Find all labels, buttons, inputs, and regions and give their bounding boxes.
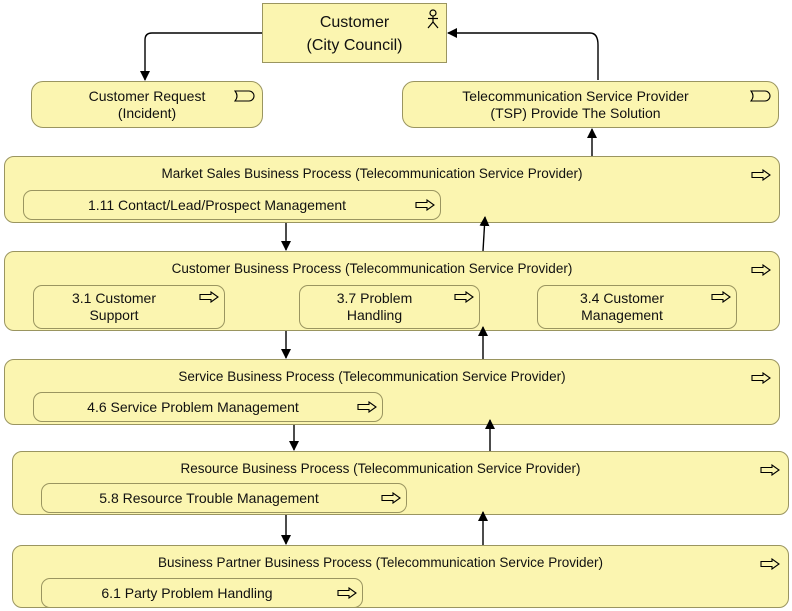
customer-business-title: Customer Business Process (Telecommunica…	[171, 261, 573, 276]
sub-process-label-line2: Management	[581, 307, 663, 323]
sub-process-3-7[interactable]: 3.7 Problem Handling	[299, 285, 480, 329]
sub-process-label-line1: 3.4 Customer	[579, 290, 665, 306]
sub-process-label-line2: Support	[89, 307, 139, 323]
customer-request-line1: Customer Request	[88, 88, 206, 104]
tsp-solution-line1: Telecommunication Service Provider	[462, 88, 689, 104]
flow-solution-to-customer	[447, 28, 599, 80]
customer-label-line1: Customer	[319, 14, 390, 31]
business-partner-title: Business Partner Business Process (Telec…	[158, 555, 603, 570]
sub-process-label: 6.1 Party Problem Handling	[101, 585, 273, 601]
process-arrow-icon	[751, 372, 771, 384]
business-partner-process[interactable]: Business Partner Business Process (Telec…	[12, 545, 789, 608]
sub-process-label: 5.8 Resource Trouble Management	[99, 490, 319, 506]
customer-label-line2: (City Council)	[306, 37, 403, 54]
sub-process-5-8[interactable]: 5.8 Resource Trouble Management	[41, 483, 407, 513]
event-icon	[750, 90, 771, 102]
sub-process-label: 4.6 Service Problem Management	[87, 399, 299, 415]
process-arrow-icon	[760, 558, 780, 570]
process-arrow-icon	[711, 291, 731, 303]
customer-actor[interactable]: Customer (City Council)	[262, 3, 447, 63]
process-arrow-icon	[454, 291, 474, 303]
process-arrow-icon	[357, 401, 377, 413]
process-arrow-icon	[415, 199, 435, 211]
sub-process-4-6[interactable]: 4.6 Service Problem Management	[33, 392, 383, 422]
flow-customer-to-request	[140, 32, 262, 81]
customer-request-line2: (Incident)	[117, 105, 177, 121]
sub-process-label-line1: 3.7 Problem	[336, 290, 413, 306]
sub-process-label-line1: 3.1 Customer	[71, 290, 157, 306]
sub-process-6-1[interactable]: 6.1 Party Problem Handling	[41, 578, 363, 608]
sub-process-3-4[interactable]: 3.4 Customer Management	[537, 285, 737, 329]
market-sales-title: Market Sales Business Process (Telecommu…	[161, 166, 583, 181]
sub-process-label: 1.11 Contact/Lead/Prospect Management	[87, 197, 347, 213]
customer-business-process[interactable]: Customer Business Process (Telecommunica…	[4, 251, 780, 331]
sub-process-3-1[interactable]: 3.1 Customer Support	[33, 285, 225, 329]
market-sales-process[interactable]: Market Sales Business Process (Telecommu…	[4, 156, 780, 223]
process-arrow-icon	[751, 169, 771, 181]
tsp-solution-line2: (TSP) Provide The Solution	[490, 105, 661, 121]
sub-process-1-11[interactable]: 1.11 Contact/Lead/Prospect Management	[23, 190, 441, 220]
customer-request-event[interactable]: Customer Request (Incident)	[31, 81, 263, 128]
service-business-title: Service Business Process (Telecommunicat…	[178, 369, 566, 384]
actor-icon	[427, 9, 439, 29]
process-arrow-icon	[381, 492, 401, 504]
resource-business-process[interactable]: Resource Business Process (Telecommunica…	[12, 451, 789, 515]
resource-business-title: Resource Business Process (Telecommunica…	[180, 461, 581, 476]
process-arrow-icon	[199, 291, 219, 303]
process-arrow-icon	[760, 464, 780, 476]
event-icon	[234, 90, 255, 102]
process-arrow-icon	[751, 264, 771, 276]
service-business-process[interactable]: Service Business Process (Telecommunicat…	[4, 359, 780, 425]
sub-process-label-line2: Handling	[346, 307, 403, 323]
process-arrow-icon	[337, 587, 357, 599]
tsp-solution-event[interactable]: Telecommunication Service Provider (TSP)…	[402, 81, 779, 128]
